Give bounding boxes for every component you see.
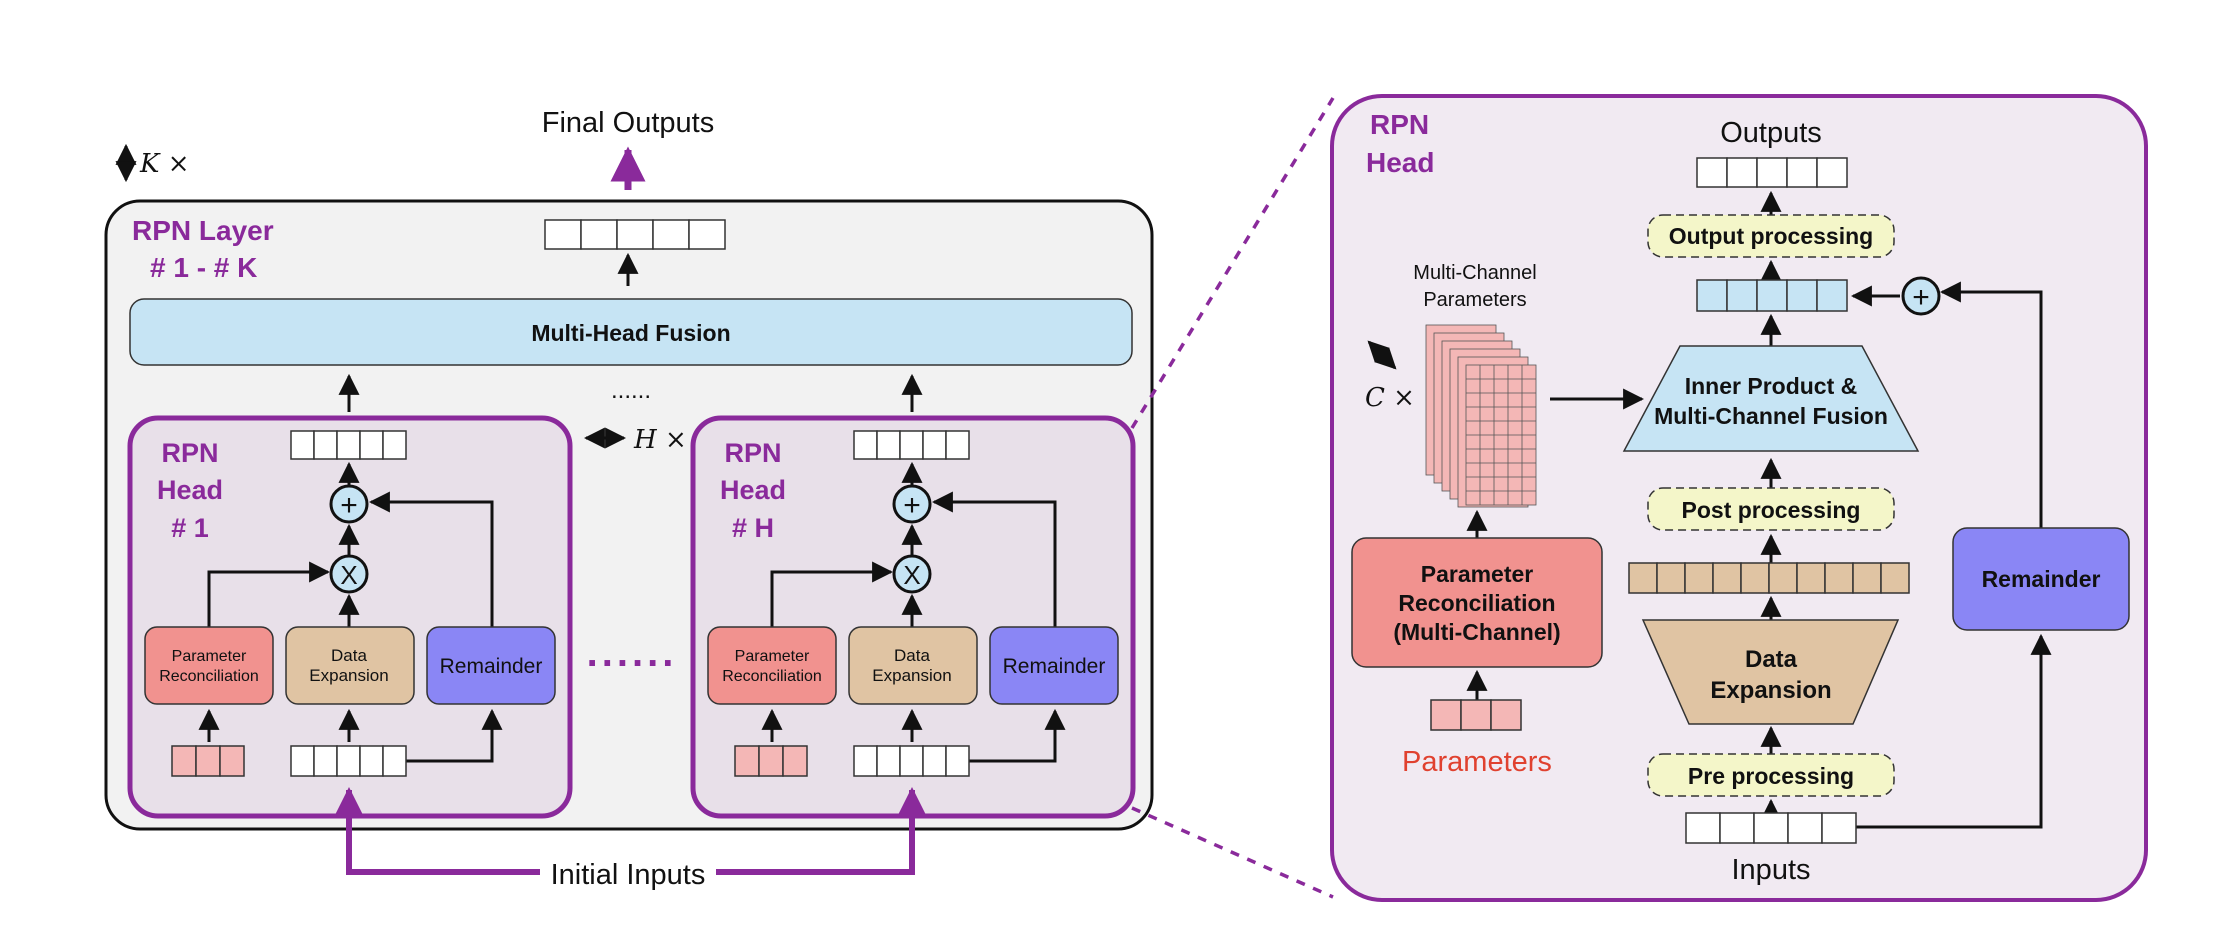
head-h-plus-node	[892, 484, 932, 524]
multi-channel-label-line2: Parameters	[1423, 289, 1526, 311]
svg-text:Reconciliation: Reconciliation	[722, 668, 822, 685]
multi-channel-label-line1: Multi-Channel	[1413, 262, 1536, 284]
head-h-title-rpn: RPN	[724, 438, 781, 468]
head-1-plus-node	[329, 484, 369, 524]
svg-text:Expansion: Expansion	[1710, 677, 1831, 704]
initial-inputs-label: Initial Inputs	[551, 859, 706, 891]
head-1-title-index: # 1	[171, 513, 209, 543]
multi-channel-parameter-stack	[1425, 324, 1537, 508]
head-1-remainder	[426, 626, 556, 705]
head-1-parameter-reconciliation	[144, 626, 274, 705]
head-1-title-head: Head	[157, 475, 223, 505]
head-h-parameter-reconciliation	[707, 626, 837, 705]
outputs-label: Outputs	[1720, 117, 1822, 149]
output-processing-label: Output processing	[1669, 223, 1873, 249]
svg-text:Expansion: Expansion	[872, 666, 951, 685]
post-processing-box	[1647, 487, 1895, 531]
top-ellipsis: ......	[611, 377, 651, 404]
detail-output-vector	[1696, 157, 1848, 188]
final-outputs-label: Final Outputs	[542, 107, 714, 139]
rpn-head-h: RPN Head # H + X Parameter Reconciliatio…	[690, 415, 1136, 819]
output-processing-box	[1647, 214, 1895, 258]
svg-text:Data: Data	[1745, 646, 1798, 673]
initial-inputs-routing: Initial Inputs	[334, 787, 927, 891]
svg-text:Reconciliation: Reconciliation	[159, 668, 259, 685]
parameters-vector	[1430, 699, 1522, 731]
head-h-output-vector	[853, 430, 970, 460]
head-h-remainder	[989, 626, 1119, 705]
multi-head-fusion-box	[129, 298, 1133, 366]
pre-processing-box	[1647, 753, 1895, 797]
detail-input-vector	[1685, 812, 1857, 844]
inputs-label: Inputs	[1732, 854, 1811, 886]
detail-plus-node	[1901, 276, 1941, 316]
fused-vector	[1696, 279, 1848, 312]
channel-depth-label: C ×	[1365, 383, 1415, 413]
head-h-data-expansion	[848, 626, 978, 705]
multi-head-fusion-label: Multi-Head Fusion	[531, 320, 730, 346]
svg-text:Parameter: Parameter	[1421, 561, 1534, 587]
svg-text:Remainder: Remainder	[1982, 566, 2101, 592]
head-1-output-vector	[290, 430, 407, 460]
head-h-title-head: Head	[720, 475, 786, 505]
svg-text:+: +	[903, 489, 921, 522]
svg-text:Expansion: Expansion	[309, 666, 388, 685]
detail-title-rpn: RPN	[1370, 109, 1429, 140]
parameter-matrix-front	[1465, 364, 1537, 506]
svg-text:X: X	[340, 560, 357, 590]
head-h-input-vector	[853, 745, 970, 777]
head-h-title-index: # H	[732, 513, 774, 543]
svg-text:+: +	[1912, 281, 1930, 314]
expanded-vector	[1628, 562, 1910, 594]
svg-text:Parameter: Parameter	[172, 648, 247, 665]
svg-text:Reconciliation: Reconciliation	[1398, 590, 1555, 616]
inner-product-fusion-box	[1622, 345, 1920, 452]
head-1-parameter-vector	[171, 745, 245, 777]
detail-remainder-box	[1952, 527, 2130, 631]
head-1-data-expansion	[285, 626, 415, 705]
svg-text:Remainder: Remainder	[1003, 655, 1106, 678]
k-repeat-indicator: K ×	[115, 143, 189, 183]
head-h-parameter-vector	[734, 745, 808, 777]
svg-text:Data: Data	[894, 646, 930, 665]
svg-text:X: X	[903, 560, 920, 590]
svg-text:+: +	[340, 489, 358, 522]
data-expansion-box	[1641, 619, 1900, 725]
parameters-label: Parameters	[1402, 746, 1552, 778]
h-heads-indicator: H ×	[583, 425, 687, 455]
rpn-layer-range: # 1 - # K	[150, 252, 257, 283]
k-repeat-label: K ×	[139, 149, 189, 179]
head-h-multiply-node	[892, 554, 932, 594]
head-1-multiply-node	[329, 554, 369, 594]
rpn-layer-title: RPN Layer	[132, 215, 274, 246]
channel-depth-indicator: C ×	[1365, 340, 1415, 413]
rpn-head-1: RPN Head # 1 + X Parameter Reconciliatio…	[127, 415, 573, 819]
zoom-line-bottom	[1131, 806, 1334, 899]
zoom-line-top	[1130, 97, 1335, 429]
fusion-label-line1: Inner Product &	[1685, 373, 1858, 399]
h-heads-label: H ×	[633, 425, 687, 455]
parameter-reconciliation-multichannel-box	[1351, 537, 1603, 668]
head-1-title-rpn: RPN	[161, 438, 218, 468]
post-processing-label: Post processing	[1682, 497, 1861, 523]
fusion-label-line2: Multi-Channel Fusion	[1654, 403, 1888, 429]
svg-text:Remainder: Remainder	[440, 655, 543, 678]
detail-title-head: Head	[1366, 147, 1434, 178]
pre-processing-label: Pre processing	[1688, 763, 1854, 789]
heads-ellipsis: ......	[587, 631, 678, 675]
svg-text:Parameter: Parameter	[735, 648, 810, 665]
svg-text:(Multi-Channel): (Multi-Channel)	[1393, 619, 1560, 645]
svg-text:Data: Data	[331, 646, 367, 665]
head-1-input-vector	[290, 745, 407, 777]
layer-output-vector	[544, 219, 726, 250]
